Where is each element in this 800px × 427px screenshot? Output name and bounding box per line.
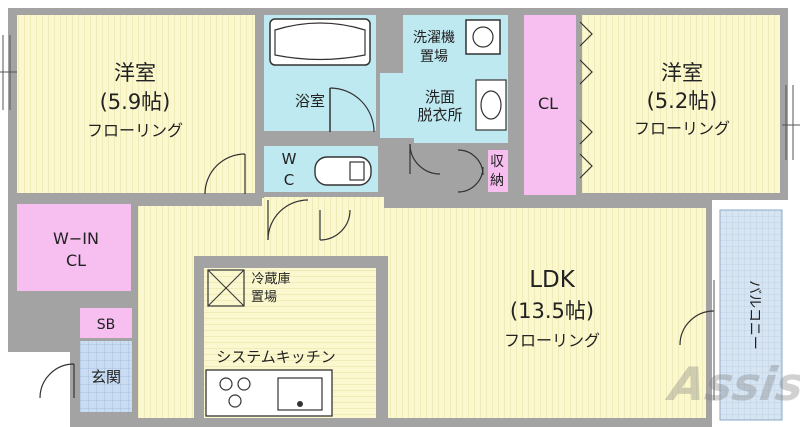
storage-label-1: 収 — [490, 154, 504, 170]
sb-floor — [80, 308, 132, 338]
walk-in-closet-label-2: CL — [66, 251, 86, 270]
kitchen-counter — [205, 369, 333, 417]
walk-in-closet-floor — [17, 204, 131, 291]
toilet-label-2: C — [284, 171, 294, 189]
closet-folding-doors — [579, 21, 593, 179]
door-swings — [39, 143, 715, 399]
washroom-name-1: 洗面 — [425, 88, 455, 106]
watermark-logo: Assist — [663, 357, 800, 411]
storage-floor — [488, 150, 510, 192]
fridge-space-1: 冷蔵庫 — [251, 272, 290, 287]
sb-label: SB — [97, 317, 116, 333]
hallway-floor — [138, 206, 194, 418]
washroom-name-2: 脱衣所 — [417, 106, 462, 124]
fridge-space-2: 置場 — [251, 290, 277, 305]
windows — [0, 35, 800, 400]
washer-space-1: 洗濯機 — [413, 30, 455, 46]
interior-walls — [8, 8, 712, 418]
west-bedroom-size: (5.9帖) — [100, 90, 171, 114]
bathtub — [269, 18, 371, 66]
east-bedroom-size: (5.2帖) — [647, 89, 718, 113]
storage-label-2: 納 — [490, 173, 504, 189]
east-bedroom-floor-type: フローリング — [634, 119, 730, 138]
west-bedroom-floor-type: フローリング — [87, 121, 183, 140]
ldk-floor — [145, 197, 706, 418]
fridge-space — [207, 269, 245, 307]
washer-space-2: 置場 — [420, 49, 448, 65]
ldk-name: LDK — [529, 267, 576, 293]
entrance-label: 玄関 — [91, 368, 121, 386]
east-bedroom-floor — [582, 15, 780, 193]
ldk-floor-type: フローリング — [504, 331, 600, 350]
balcony-floor — [719, 209, 783, 421]
bath-name: 浴室 — [295, 92, 325, 110]
stove-burners-icon — [219, 377, 251, 408]
toilet-label-1: W — [282, 150, 297, 168]
east-bedroom-name: 洋室 — [661, 61, 703, 85]
west-bedroom-name: 洋室 — [114, 61, 156, 85]
kitchen-sink — [277, 377, 323, 411]
ldk-size: (13.5帖) — [510, 299, 594, 323]
balcony-label: バルコニー — [746, 280, 762, 350]
entrance-floor — [80, 340, 132, 412]
east-closet-name: CL — [538, 94, 558, 113]
washing-machine — [465, 19, 501, 55]
east-closet-floor — [524, 15, 576, 195]
kitchen-label: システムキッチン — [216, 348, 336, 366]
walk-in-closet-label-1: W−IN — [53, 229, 99, 248]
west-bedroom-floor — [17, 15, 255, 193]
